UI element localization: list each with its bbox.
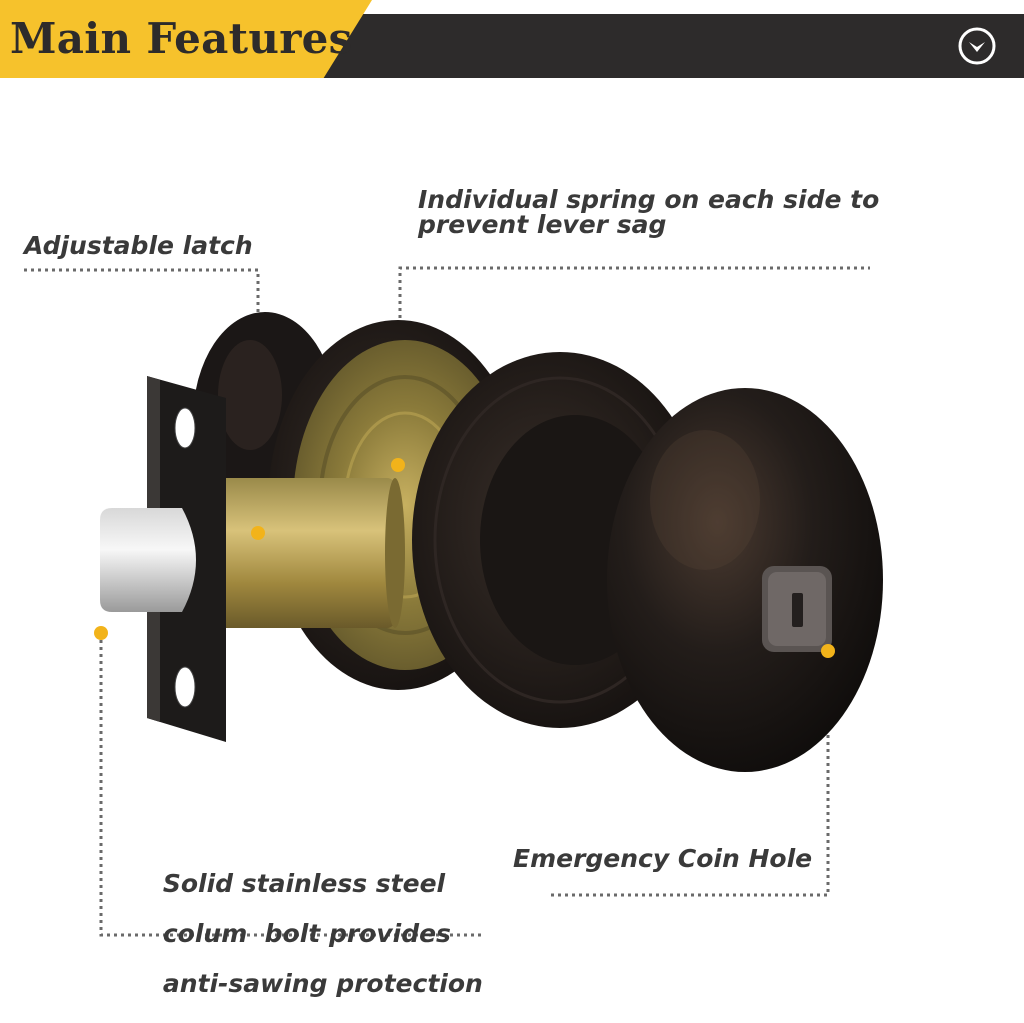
callout-latch: Adjustable latch xyxy=(24,231,253,260)
steel-bolt xyxy=(100,508,196,612)
feature-graphic: Main Features xyxy=(0,0,1024,996)
header-accent xyxy=(0,0,372,78)
callout-spring: Individual spring on each side to preven… xyxy=(418,185,880,239)
chevron-down-circle-icon[interactable] xyxy=(956,25,998,67)
product-illustration xyxy=(24,266,883,937)
front-knob xyxy=(607,388,883,772)
callout-bolt: Solid stainless steel colum bolt provide… xyxy=(162,869,483,998)
latch-barrel xyxy=(200,478,395,628)
banner-title: Main Features xyxy=(10,14,353,63)
callout-markers xyxy=(94,458,835,658)
callout-coin: Emergency Coin Hole xyxy=(513,844,813,873)
